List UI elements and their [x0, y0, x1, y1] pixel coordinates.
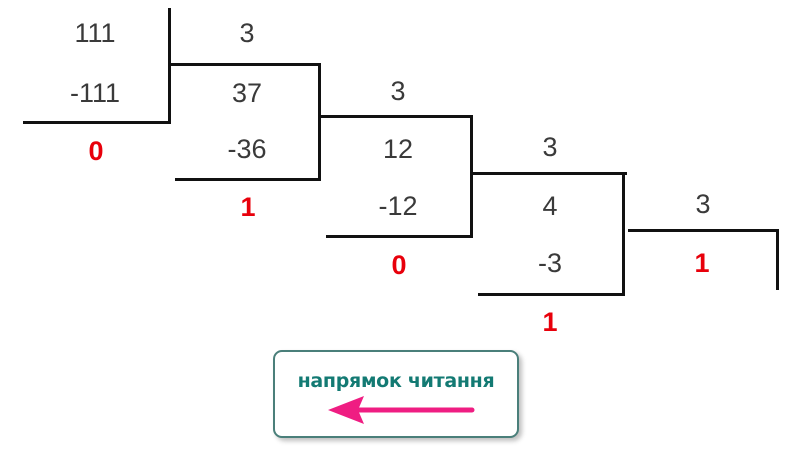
- divisor-line-4: [628, 229, 779, 232]
- subtrahend-111: -111: [69, 78, 121, 108]
- divisor-line-3: [470, 172, 627, 175]
- divider-vertical-3: [470, 115, 473, 238]
- divisor-line-1: [168, 63, 320, 66]
- dividend-111: 111: [74, 18, 116, 48]
- divisor-2: 3: [390, 76, 406, 106]
- underline-4: [478, 293, 625, 296]
- arrow-head: [328, 396, 364, 424]
- subtrahend-3: -3: [537, 248, 562, 278]
- remainder-1: 0: [88, 136, 104, 166]
- divisor-line-2: [318, 115, 473, 118]
- divider-vertical-5: [776, 229, 779, 290]
- underline-2: [175, 178, 321, 181]
- divisor-4: 3: [695, 189, 711, 219]
- subtrahend-36: -36: [227, 134, 267, 164]
- quotient-37: 37: [231, 78, 263, 108]
- quotient-12: 12: [382, 134, 414, 164]
- underline-3: [326, 235, 473, 238]
- remainder-2: 1: [240, 192, 256, 222]
- reading-direction-label: напрямок читання: [297, 370, 495, 392]
- reading-direction-legend: напрямок читання: [273, 350, 519, 438]
- divisor-1: 3: [239, 18, 255, 48]
- subtrahend-12: -12: [378, 191, 418, 221]
- final-quotient: 1: [694, 248, 710, 278]
- remainder-3: 0: [391, 250, 407, 280]
- underline-1: [23, 121, 171, 124]
- left-arrow-icon: [328, 396, 475, 424]
- divisor-3: 3: [542, 132, 558, 162]
- remainder-4: 1: [542, 307, 558, 337]
- divider-vertical-2: [318, 63, 321, 181]
- divider-vertical-1: [168, 8, 171, 124]
- quotient-4: 4: [542, 191, 558, 221]
- divider-vertical-4: [622, 172, 625, 296]
